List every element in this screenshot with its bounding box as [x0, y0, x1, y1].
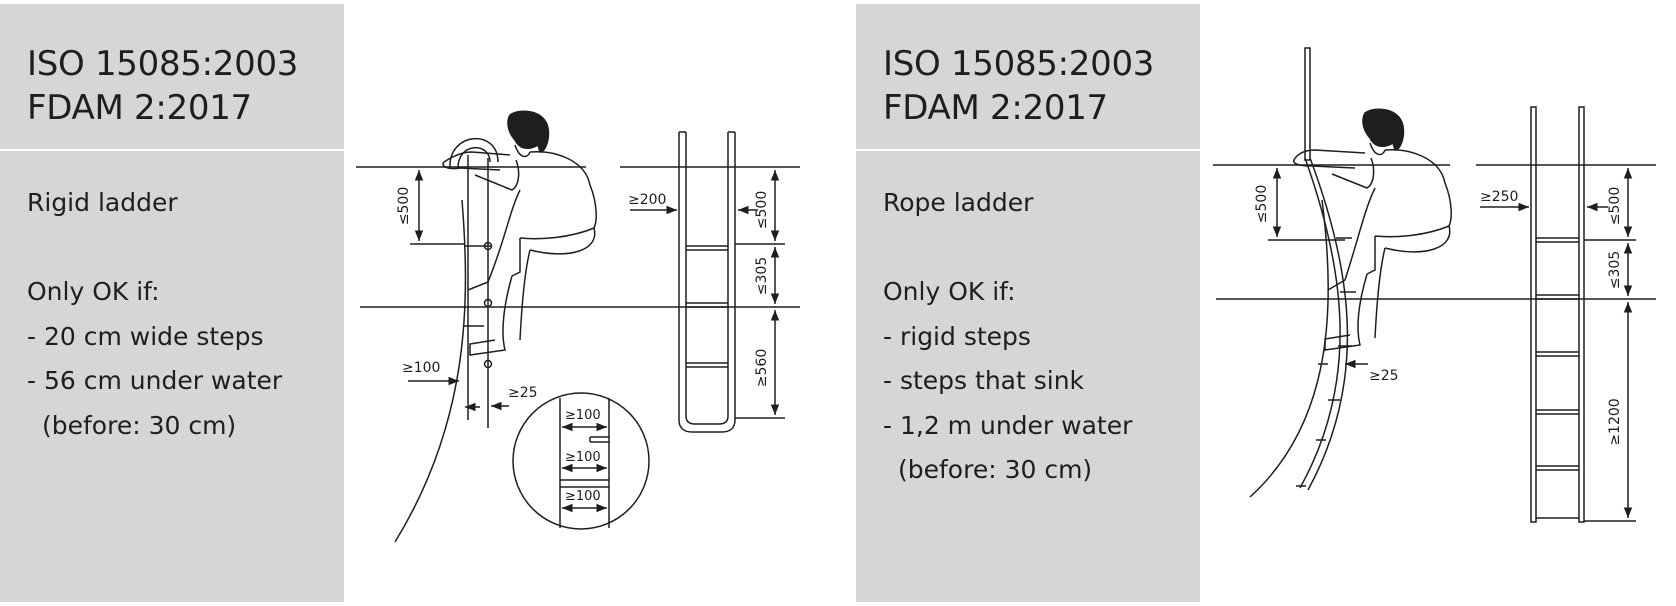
dimension-label: ≥100: [565, 408, 601, 423]
dimension-label: ≥100: [402, 360, 440, 376]
standard-line-1: ISO 15085:2003: [27, 44, 299, 84]
rope-ladder-diagram: ≤500 ≥25 ≥250 ≤500 ≤305 ≥1200: [1213, 47, 1656, 523]
step-detail-callout: [512, 392, 650, 530]
front-view-ladder: [678, 131, 736, 433]
condition-item: - 20 cm wide steps: [27, 321, 264, 351]
rope-ladder-info-card: ISO 15085:2003 FDAM 2:2017 Rope ladder O…: [856, 4, 1200, 602]
climbing-person-figure: [442, 110, 597, 356]
spacer: [27, 226, 344, 271]
condition-item: - rigid steps: [883, 321, 1031, 351]
dimension-label: ≤500: [754, 191, 770, 229]
ladder-requirements: Rigid ladder Only OK if: - 20 cm wide st…: [0, 151, 344, 448]
standard-reference: ISO 15085:2003 FDAM 2:2017: [0, 4, 344, 151]
front-view-ladder: [1530, 106, 1585, 523]
standard-line-1: ISO 15085:2003: [883, 44, 1155, 84]
dimension-label: ≤305: [754, 257, 770, 295]
dimension-label: ≥1200: [1607, 398, 1623, 445]
rigid-ladder-diagram: ≤500 ≥100 ≥25 ≥200 ≤500 ≤305 ≥560 ≥100 ≥…: [356, 110, 800, 543]
dimension-label: ≤305: [1607, 251, 1623, 289]
spacer: [883, 226, 1200, 271]
condition-item: - 56 cm under water: [27, 366, 283, 395]
climbing-person-figure: [1292, 108, 1452, 351]
condition-heading: Only OK if:: [883, 277, 1016, 306]
dimension-label: ≥25: [1369, 368, 1399, 384]
condition-item: - steps that sink: [883, 366, 1085, 395]
condition-note: (before: 30 cm): [42, 410, 237, 440]
dimension-label: ≥200: [628, 192, 666, 208]
dimension-label: ≥560: [754, 349, 770, 387]
dimension-label: ≤500: [1607, 187, 1623, 225]
condition-item: - 1,2 m under water: [883, 410, 1133, 440]
ladder-type-title: Rope ladder: [883, 188, 1034, 217]
rigid-ladder-info-card: ISO 15085:2003 FDAM 2:2017 Rigid ladder …: [0, 4, 344, 602]
dimension-label: ≥100: [565, 450, 601, 465]
dimension-label: ≥100: [565, 489, 601, 504]
hull-curve: [394, 199, 467, 543]
standard-line-2: FDAM 2:2017: [27, 88, 252, 128]
dimension-label: ≥25: [508, 385, 538, 401]
ladder-type-title: Rigid ladder: [27, 188, 178, 217]
condition-heading: Only OK if:: [27, 277, 160, 306]
standard-line-2: FDAM 2:2017: [883, 88, 1108, 128]
dimension-label: ≤500: [1254, 185, 1270, 223]
condition-note: (before: 30 cm): [898, 455, 1093, 484]
ladder-requirements: Rope ladder Only OK if: - rigid steps - …: [856, 151, 1200, 493]
dimension-label: ≥250: [1480, 189, 1518, 205]
dimension-label: ≤500: [396, 187, 412, 225]
standard-reference: ISO 15085:2003 FDAM 2:2017: [856, 4, 1200, 151]
